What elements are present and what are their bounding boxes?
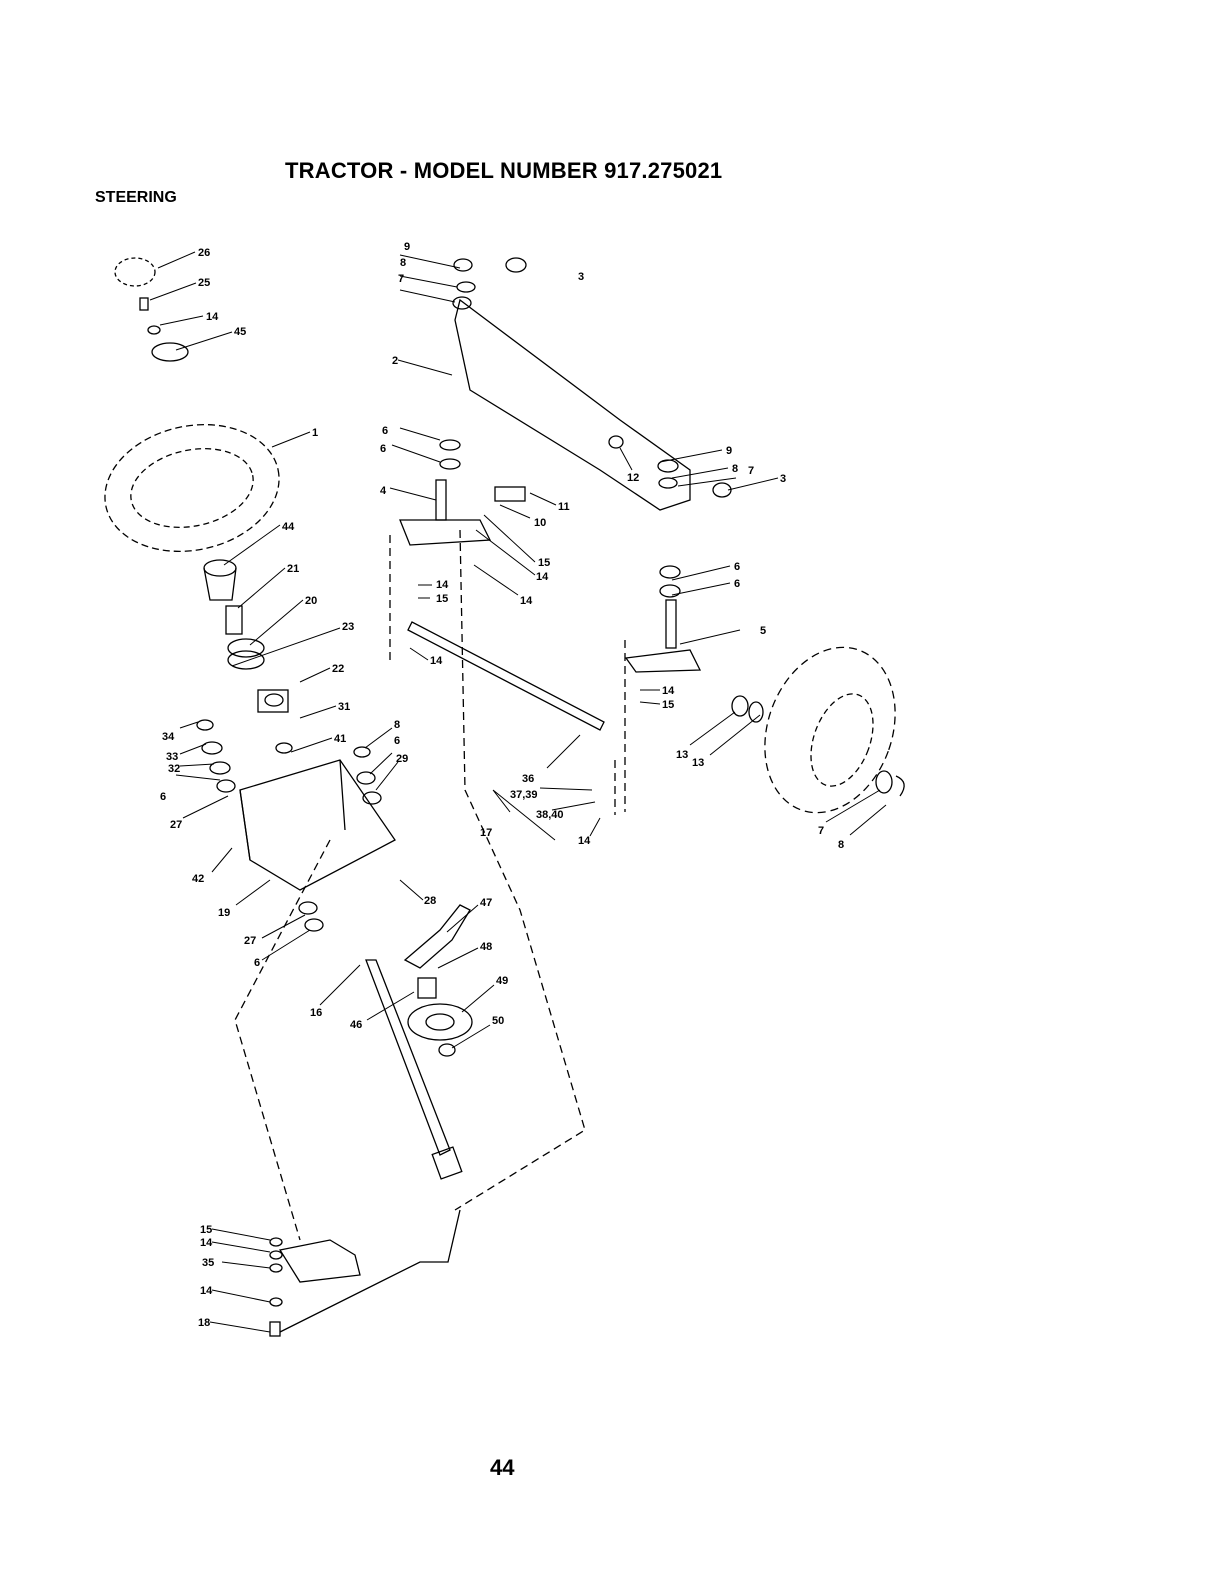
callout-label: 6	[160, 791, 166, 803]
steering-wheel	[93, 409, 291, 567]
callout-label: 2	[392, 355, 398, 367]
callout-label: 14	[200, 1285, 213, 1297]
callout-label: 38,40	[536, 809, 564, 821]
callout-label: 33	[166, 751, 178, 763]
callout-label: 14	[200, 1237, 213, 1249]
callout-label: 9	[404, 241, 410, 253]
callout-label: 15	[662, 699, 674, 711]
callout-label: 6	[382, 425, 388, 437]
steering-shaft	[366, 960, 450, 1155]
adapter	[204, 560, 236, 576]
callout-label: 8	[400, 257, 406, 269]
callout-label: 1	[312, 427, 318, 439]
callout-label: 3	[578, 271, 584, 283]
callout-label: 18	[198, 1317, 210, 1329]
callout-label: 20	[305, 595, 317, 607]
callout-label: 14	[578, 835, 591, 847]
steering-bracket	[240, 760, 395, 890]
callout-label: 37,39	[510, 789, 538, 801]
callout-label: 36	[522, 773, 534, 785]
drag-link	[280, 1210, 460, 1332]
bellows	[228, 639, 264, 657]
callout-label: 10	[534, 517, 546, 529]
callout-label: 16	[310, 1007, 322, 1019]
callout-label: 7	[748, 465, 754, 477]
callout-label: 27	[170, 819, 182, 831]
callout-label: 34	[162, 731, 175, 743]
callout-label: 5	[760, 625, 766, 637]
callout-label: 9	[726, 445, 732, 457]
callout-label: 31	[338, 701, 350, 713]
callout-label: 35	[202, 1257, 214, 1269]
callout-label: 25	[198, 277, 210, 289]
callout-label: 26	[198, 247, 210, 259]
callout-label: 11	[558, 501, 570, 513]
front-wheel	[743, 629, 918, 831]
callout-label: 14	[436, 579, 449, 591]
callout-label: 23	[342, 621, 354, 633]
callout-label: 27	[244, 935, 256, 947]
callout-label: 8	[394, 719, 400, 731]
idler-bracket	[405, 905, 470, 968]
sector-gear	[280, 1240, 360, 1282]
callout-label: 17	[480, 827, 492, 839]
callout-label: 21	[287, 563, 299, 575]
steering-wheel-inner	[123, 438, 260, 538]
lock-washer	[148, 326, 160, 334]
steering-cap	[115, 258, 155, 286]
callout-label: 14	[430, 655, 443, 667]
callout-label: 7	[398, 273, 404, 285]
callout-label: 8	[732, 463, 738, 475]
callout-label: 42	[192, 873, 204, 885]
callout-label: 13	[692, 757, 704, 769]
callout-label: 6	[394, 735, 400, 747]
callout-label: 14	[206, 311, 219, 323]
callout-label: 44	[282, 521, 295, 533]
callout-label: 19	[218, 907, 230, 919]
callout-label: 12	[627, 472, 639, 484]
tie-rod	[408, 622, 604, 730]
cap-screw	[140, 298, 148, 310]
callout-label: 14	[536, 571, 549, 583]
callout-label: 15	[538, 557, 550, 569]
callout-label: 3	[780, 473, 786, 485]
idler-pulley	[408, 1004, 472, 1040]
page-number: 44	[490, 1455, 514, 1481]
callout-label: 41	[334, 733, 346, 745]
callout-label: 14	[662, 685, 675, 697]
spindle-left	[400, 520, 490, 545]
washer-plate	[152, 343, 188, 361]
spindle-right	[626, 650, 700, 672]
callout-label: 45	[234, 326, 246, 338]
callout-label: 29	[396, 753, 408, 765]
callout-label: 32	[168, 763, 180, 775]
callout-label: 47	[480, 897, 492, 909]
callout-label: 13	[676, 749, 688, 761]
callout-label: 46	[350, 1019, 362, 1031]
callout-label: 6	[734, 561, 740, 573]
callout-label: 6	[380, 443, 386, 455]
spline-adapter	[226, 606, 242, 634]
callout-label: 28	[424, 895, 436, 907]
callout-label: 49	[496, 975, 508, 987]
callout-label: 14	[520, 595, 533, 607]
callout-label: 6	[734, 578, 740, 590]
callout-label: 8	[838, 839, 844, 851]
callout-label: 50	[492, 1015, 504, 1027]
callout-label: 7	[818, 825, 824, 837]
callout-label: 4	[380, 485, 387, 497]
callout-label: 6	[254, 957, 260, 969]
callout-label: 48	[480, 941, 492, 953]
callout-label: 15	[200, 1224, 212, 1236]
callout-label: 15	[436, 593, 448, 605]
callout-label: 22	[332, 663, 344, 675]
front-axle	[455, 300, 690, 510]
